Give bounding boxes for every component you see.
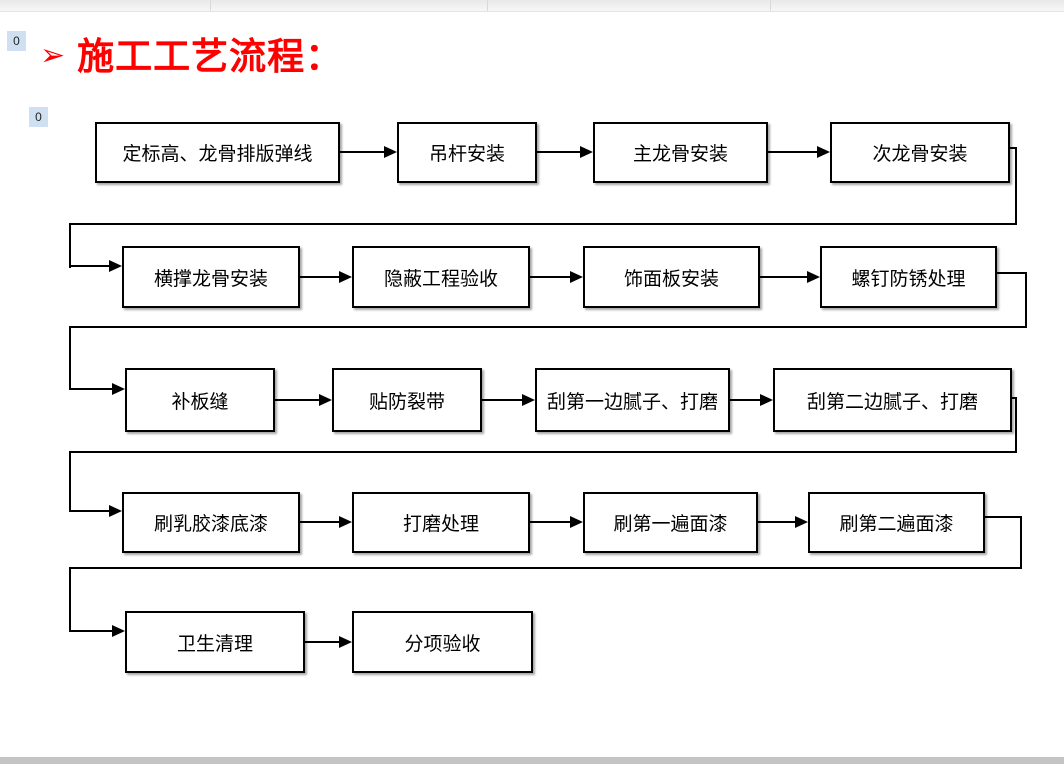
flow-node-panel-install: 饰面板安装 [583,246,760,308]
flow-node-cleanup: 卫生清理 [125,611,305,673]
flow-node-anticrack-tape: 贴防裂带 [332,368,482,432]
flow-connector [1015,147,1017,225]
arrowhead-icon [339,271,352,283]
arrowhead-icon [109,260,122,272]
flow-connector [300,521,339,523]
flow-connector [69,265,109,267]
arrowhead-icon [522,394,535,406]
marker-badge: 0 [7,31,26,51]
flow-connector [275,399,319,401]
arrowhead-icon [570,516,583,528]
flow-connector [760,276,807,278]
arrowhead-icon [384,146,397,158]
flow-node-putty-first: 刮第一边腻子、打磨 [535,368,730,432]
flow-connector [69,451,1017,453]
flow-node-set-elevation: 定标高、龙骨排版弹线 [95,122,340,183]
flow-connector [530,521,570,523]
flow-connector [983,516,1022,518]
flow-connector [1008,147,1017,149]
flow-node-item-acceptance: 分项验收 [352,611,533,673]
arrowhead-icon [319,394,332,406]
flow-node-screw-antirust: 螺钉防锈处理 [820,246,997,308]
flow-connector [69,630,112,632]
toolbar-separator [770,0,771,11]
page-title: 施工工艺流程： [77,35,344,77]
flow-connector [537,151,581,153]
flow-node-topcoat-second: 刷第二遍面漆 [808,492,985,553]
flow-connector [69,388,112,390]
flow-node-hidden-work: 隐蔽工程验收 [352,246,530,308]
flow-node-main-keel: 主龙骨安装 [593,122,768,183]
flow-node-sub-keel: 次龙骨安装 [830,122,1010,183]
flow-node-patch-seam: 补板缝 [125,368,275,432]
flow-connector [340,151,385,153]
flow-connector [69,510,109,512]
marker-badge: 0 [29,107,48,127]
arrowhead-icon [570,271,583,283]
flow-node-sanding: 打磨处理 [352,492,530,553]
arrowhead-icon [580,146,593,158]
arrow-bullet-icon: ➢ [40,39,66,72]
flow-connector [69,567,1022,569]
flow-connector [730,399,760,401]
flow-connector [69,567,71,632]
flow-node-topcoat-first: 刷第一遍面漆 [583,492,758,553]
flow-connector [300,276,339,278]
flow-connector [758,521,795,523]
arrowhead-icon [817,146,830,158]
flow-connector [69,326,1027,328]
flow-connector [1020,516,1022,569]
title-row: ➢ 施工工艺流程： [40,33,343,79]
toolbar-separator [487,0,488,11]
flow-connector [69,451,71,512]
flow-connector [1015,397,1017,453]
arrowhead-icon [109,505,122,517]
flow-connector [1025,272,1027,328]
top-toolbar-strip [0,0,1064,12]
bottom-scroll-strip [0,757,1064,764]
arrowhead-icon [760,394,773,406]
flow-connector [69,223,71,268]
flow-node-putty-second: 刮第二边腻子、打磨 [773,368,1012,432]
arrowhead-icon [339,516,352,528]
flow-connector [482,399,522,401]
flow-node-latex-primer: 刷乳胶漆底漆 [122,492,300,553]
arrowhead-icon [112,383,125,395]
flow-connector [305,641,339,643]
arrowhead-icon [339,636,352,648]
toolbar-separator [210,0,211,11]
arrowhead-icon [795,516,808,528]
flow-connector [1010,397,1017,399]
flow-connector [530,276,570,278]
flow-connector [69,326,71,390]
flow-connector [768,151,818,153]
arrowhead-icon [112,625,125,637]
flow-connector [69,223,1017,225]
arrowhead-icon [807,271,820,283]
flow-node-cross-keel: 横撑龙骨安装 [122,246,300,308]
flow-connector [995,272,1027,274]
flow-node-hanger-install: 吊杆安装 [397,122,537,183]
